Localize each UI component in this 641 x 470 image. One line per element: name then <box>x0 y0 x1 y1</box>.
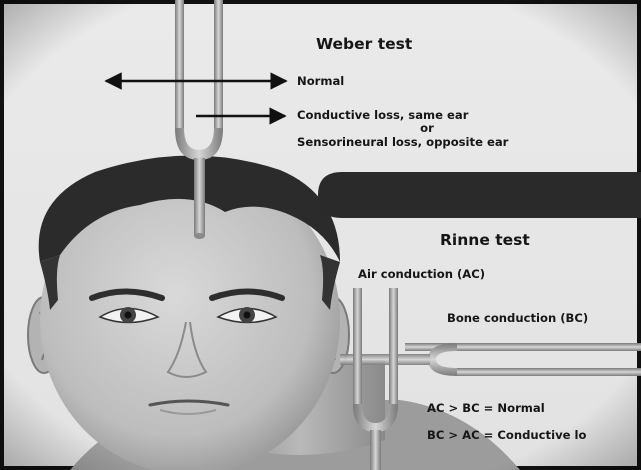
weber-or-label: or <box>397 121 457 135</box>
weber-normal-label: Normal <box>297 74 344 88</box>
weber-conductive-label: Conductive loss, same ear <box>297 108 468 122</box>
air-conduction-label: Air conduction (AC) <box>358 267 485 281</box>
rinne-title: Rinne test <box>440 231 530 249</box>
weber-title: Weber test <box>316 35 412 53</box>
bone-conduction-label: Bone conduction (BC) <box>447 311 588 325</box>
rinne-normal-result: AC > BC = Normal <box>427 401 545 415</box>
rinne-conductive-result: BC > AC = Conductive lo <box>427 428 586 442</box>
weber-sensorineural-label: Sensorineural loss, opposite ear <box>297 135 508 149</box>
